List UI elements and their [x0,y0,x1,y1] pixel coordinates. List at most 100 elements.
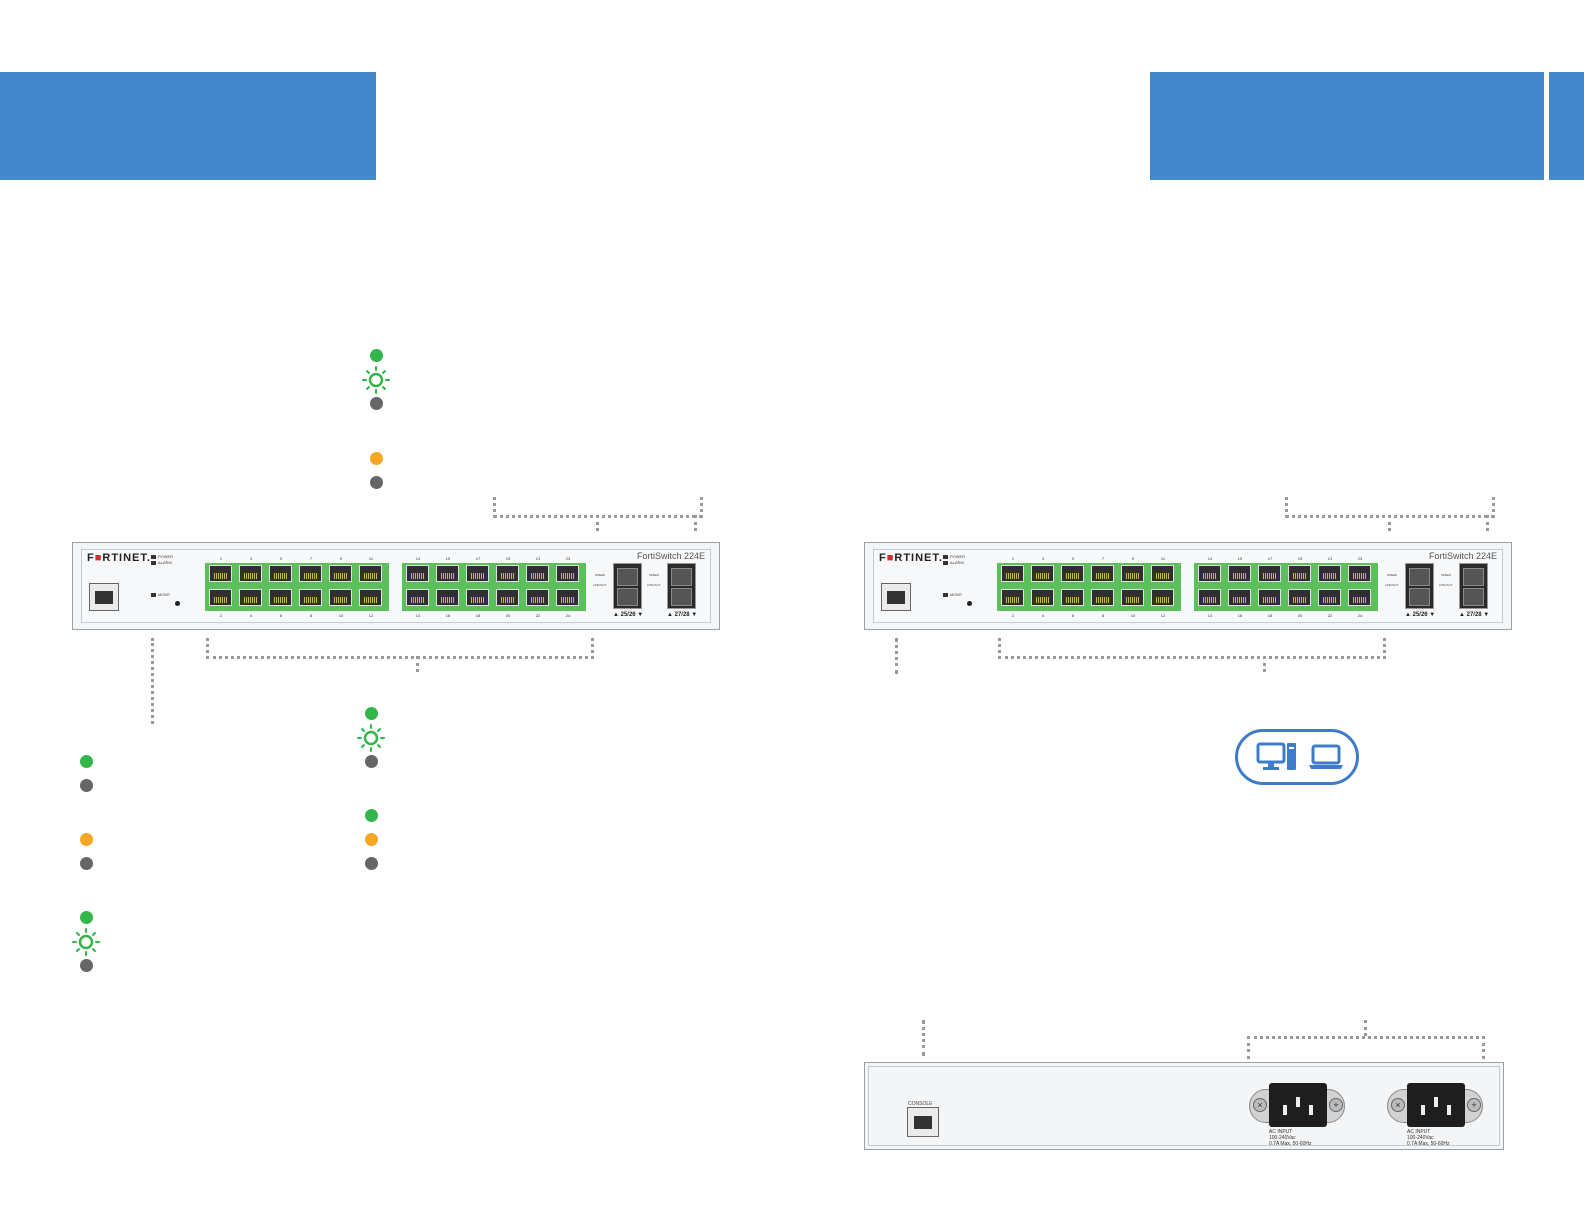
alarm-label: ALARM [950,560,964,565]
port-number: 22 [535,613,541,618]
port-number: 23 [565,556,571,561]
port-bank-left [205,563,389,611]
rj45-port [1151,565,1174,582]
mgmt-led-amber [80,833,93,846]
port-number: 1 [1011,556,1015,561]
sfp-link-label: LINK/ACT [1385,583,1399,587]
rj45-port [1348,589,1371,606]
callout-ports-right [998,638,1386,659]
rj45-port [1121,565,1144,582]
fortinet-logo: F■RTINET. [87,552,151,564]
rj45-port [496,589,519,606]
port-number: 18 [475,613,481,618]
rj45-port [299,589,322,606]
port-number: 24 [565,613,571,618]
port-number: 18 [1267,613,1273,618]
port-number: 19 [1297,556,1303,561]
rj45-port [269,589,292,606]
port-number: 12 [368,613,374,618]
model-label: FortiSwitch 224E [1428,551,1497,561]
rj45-port [1061,589,1084,606]
port-number: 2 [1011,613,1015,618]
mgmt-led-green [80,755,93,768]
rj45-port [329,589,352,606]
mgmt-label: MGMT [950,592,963,597]
sfp-25-26 [1405,563,1434,609]
sfp2-label: ▲ 27/28 ▼ [667,612,698,618]
rj45-port [466,589,489,606]
port-number: 12 [1160,613,1166,618]
rj45-port [406,589,429,606]
sfp1-label: ▲ 25/26 ▼ [1405,612,1436,618]
port-number: 21 [535,556,541,561]
sun-blink-icon [72,928,100,956]
sfp-25-26 [613,563,642,609]
rj45-port [1151,589,1174,606]
callout-rear-psu [1247,1036,1485,1059]
callout-ports-left-drop [416,656,419,672]
power-led-off [80,959,93,972]
port-number: 2 [219,613,223,618]
rj45-port [526,589,549,606]
sfp2-link-label: LINK/ACT [647,583,661,587]
port-number: 11 [368,556,374,561]
port-link-led-off [365,755,378,768]
rj45-port [359,589,382,606]
port-number: 7 [1101,556,1105,561]
mgmt-label: MGMT [158,592,171,597]
rj45-port [556,589,579,606]
rj45-port [526,565,549,582]
rj45-port [1198,589,1221,606]
rj45-port [239,589,262,606]
port-number: 5 [1071,556,1075,561]
rear-console-port [907,1107,939,1137]
callout-ports-left [206,638,594,659]
callout-sfp-right-drop2 [1486,515,1489,531]
ac-inlet-1: × + [1249,1083,1345,1131]
port-number: 6 [279,613,283,618]
port-number: 7 [309,556,313,561]
alarm-led [943,561,948,565]
rj45-port [1031,589,1054,606]
ac-inlet-2: × + [1387,1083,1483,1131]
port-number: 10 [338,613,344,618]
mgmt-led-off [80,779,93,792]
rj45-port [1031,565,1054,582]
sfp-link-label: LINK/ACT [593,583,607,587]
right-header-band-edge [1549,72,1584,180]
port-speed-led-amber [365,833,378,846]
power-label: POWER [158,554,174,559]
rj45-port [359,565,382,582]
port-number: 1 [219,556,223,561]
sfp2-label: ▲ 27/28 ▼ [1459,612,1490,618]
port-bank-right [402,563,586,611]
reset-button [967,601,972,606]
desktop-icon [1256,742,1296,770]
port-number: 9 [339,556,343,561]
power-led [943,555,948,559]
rj45-port [329,565,352,582]
rj45-port [209,565,232,582]
rj45-port [1288,565,1311,582]
port-number: 5 [279,556,283,561]
console-port [89,583,119,611]
port-number: 15 [1237,556,1243,561]
port-number: 24 [1357,613,1363,618]
sfp-speed-label: SPEED [595,573,606,577]
rj45-port [299,565,322,582]
rj45-port [1318,589,1341,606]
laptop-icon [1309,744,1343,769]
mgmt-led [151,593,156,597]
rj45-port [1091,565,1114,582]
port-number: 13 [1207,556,1213,561]
mgmt-led [943,593,948,597]
connected-devices-pill [1235,729,1359,785]
port-number: 23 [1357,556,1363,561]
sfp2-speed-label: SPEED [1441,573,1452,577]
alarm-led [151,561,156,565]
port-number: 3 [1041,556,1045,561]
sfp2-link-label: LINK/ACT [1439,583,1453,587]
rj45-port [1001,565,1024,582]
